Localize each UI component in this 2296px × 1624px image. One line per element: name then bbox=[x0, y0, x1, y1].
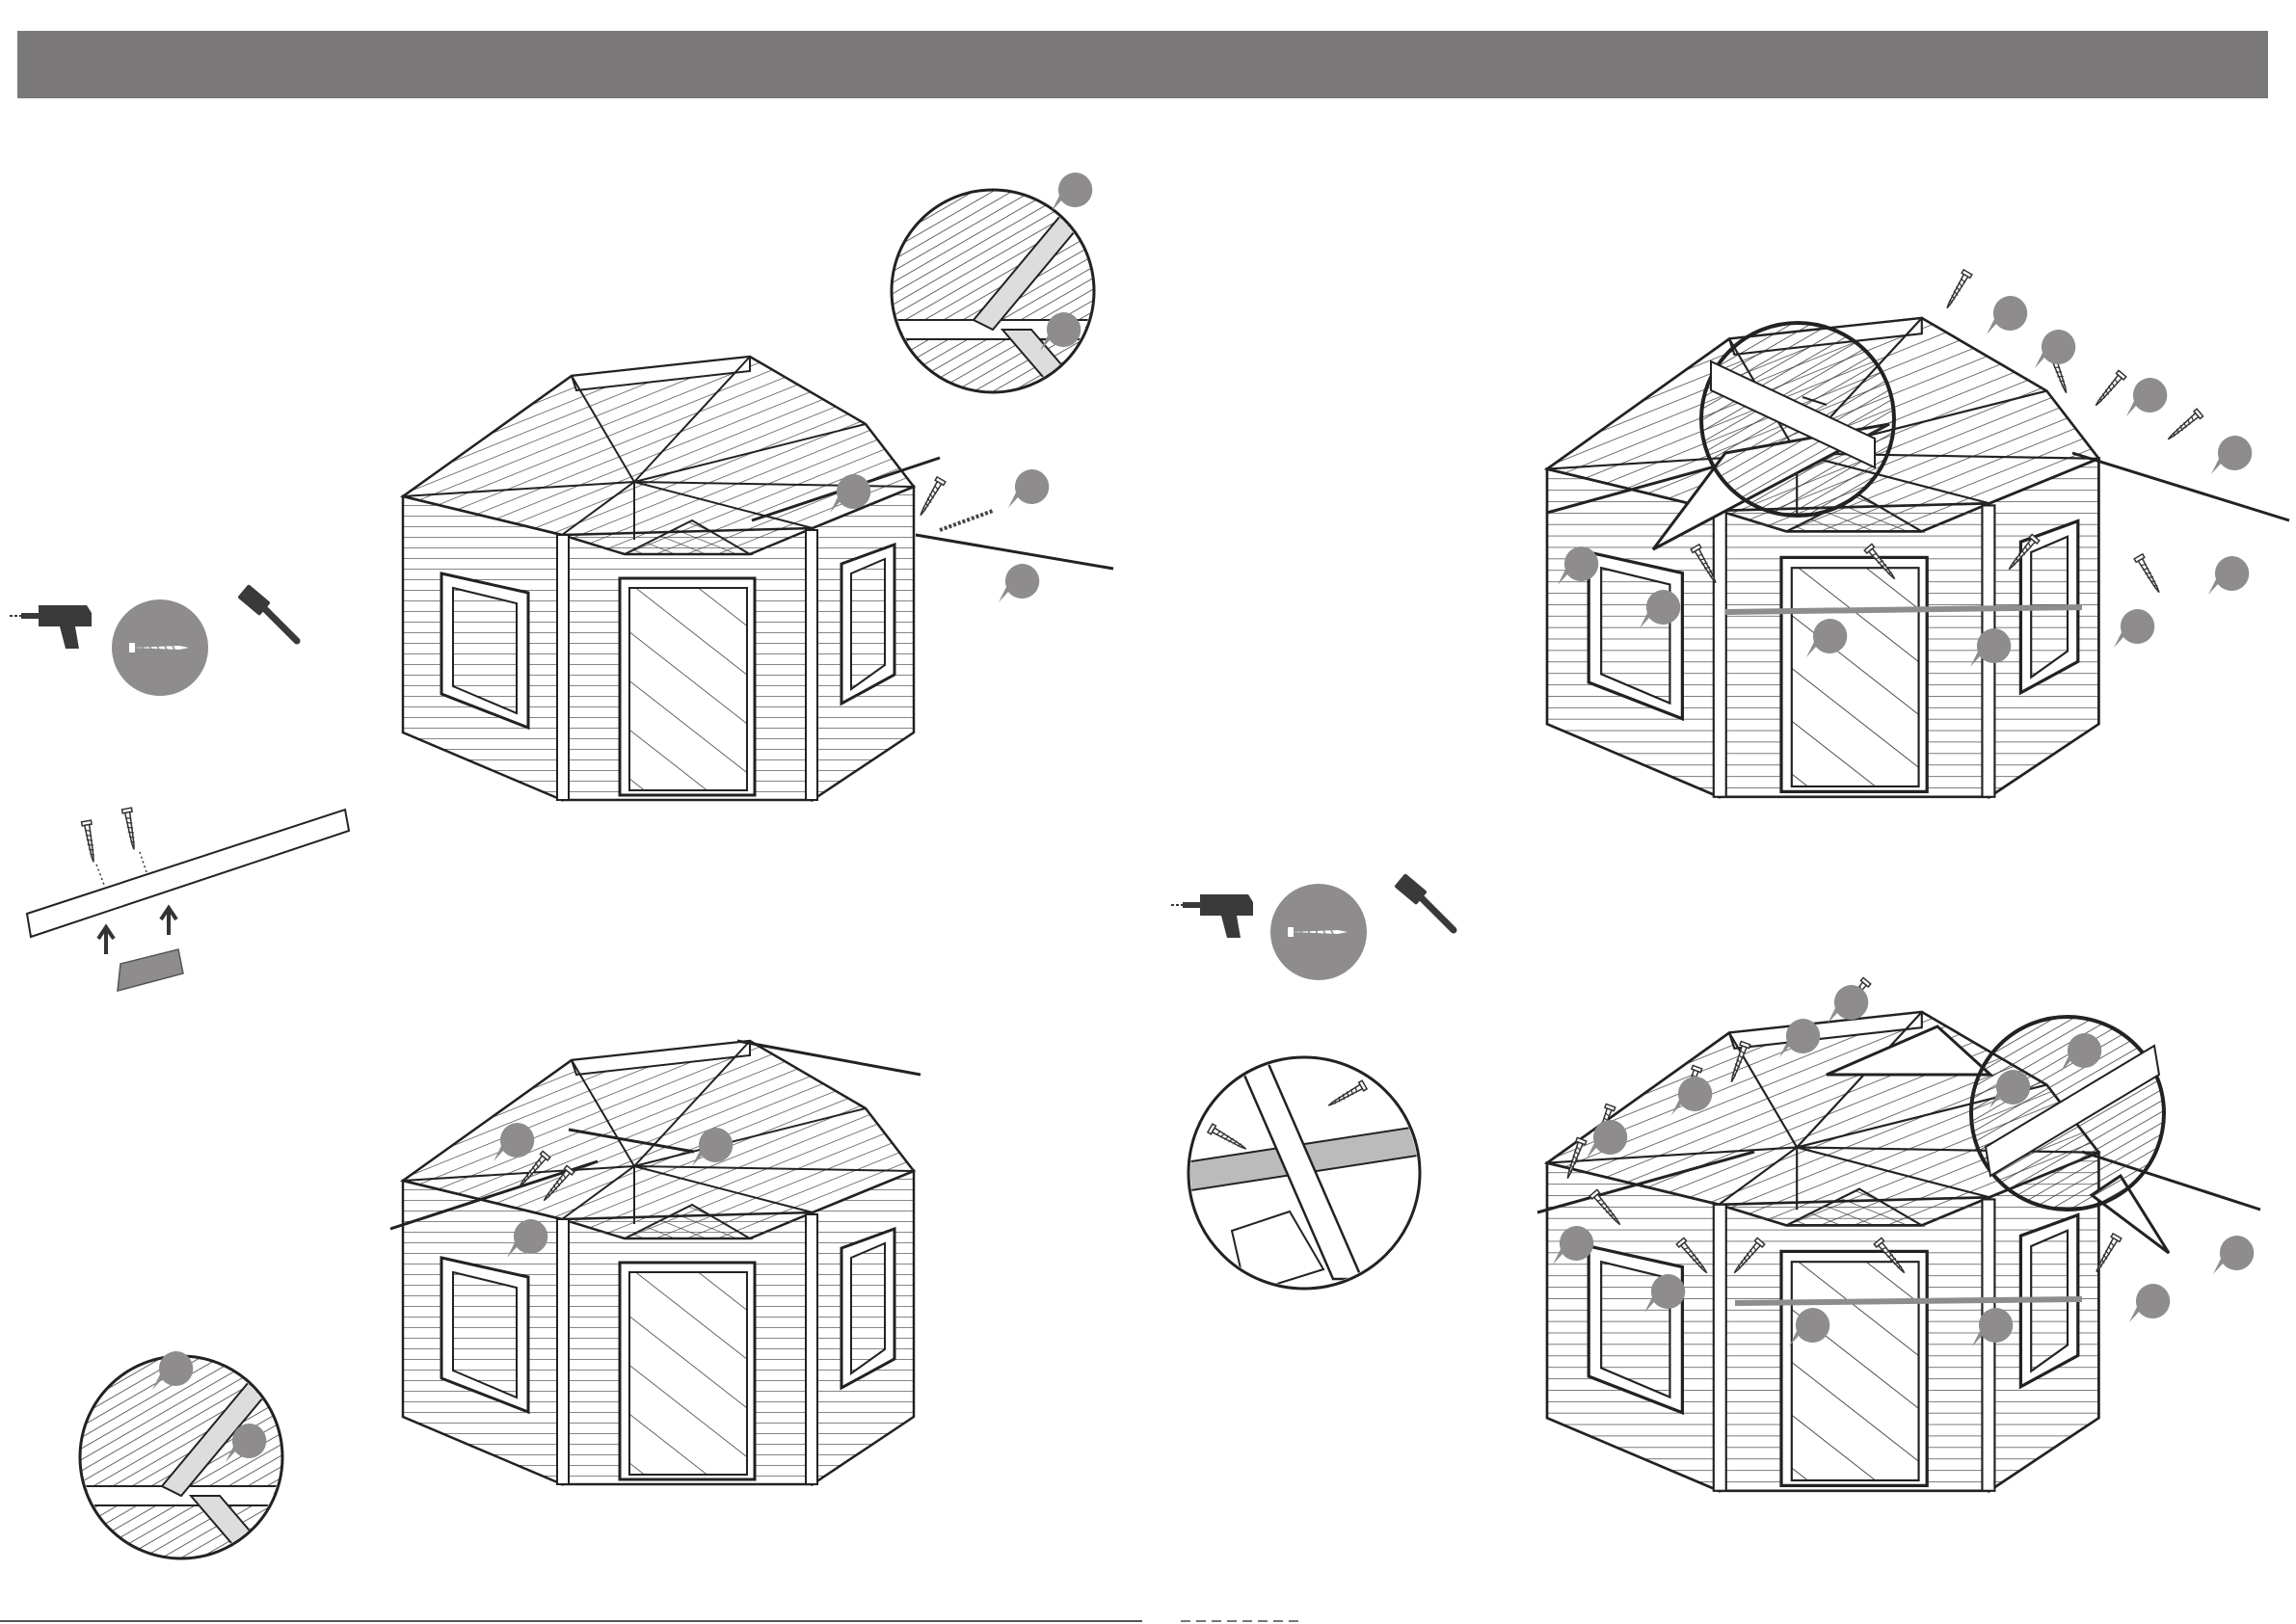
step-2-cabin bbox=[403, 1041, 914, 1484]
hammer-icon bbox=[1394, 873, 1454, 930]
batten-diagram bbox=[27, 808, 349, 991]
drill-icon bbox=[10, 605, 92, 649]
drill-icon bbox=[1171, 894, 1253, 938]
hammer-icon bbox=[237, 584, 297, 641]
detail-circle-bottom bbox=[75, 1356, 287, 1563]
screw-icon bbox=[1270, 884, 1367, 980]
detail-circle-top bbox=[887, 190, 1099, 397]
screw-icon bbox=[112, 599, 208, 696]
detail-circle-corner bbox=[1179, 1057, 1429, 1293]
step-1-cabin bbox=[403, 357, 914, 800]
